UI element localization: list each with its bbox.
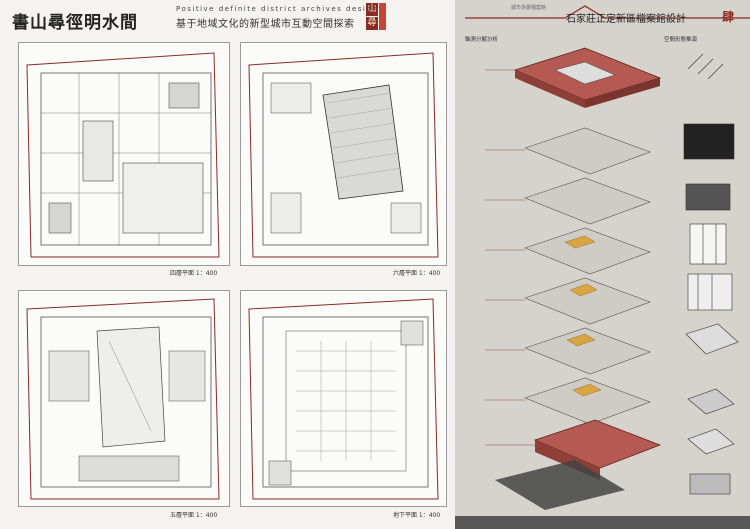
floor-layer-6 xyxy=(524,377,651,425)
form-evolution-section-title: 空間形態推演 xyxy=(664,37,698,43)
exploded-axonometric xyxy=(485,47,662,510)
subtitle-chinese: 基于地域文化的新型城市互動空間探索 xyxy=(176,19,355,30)
header-swoosh xyxy=(465,5,750,19)
floor-plan-basement xyxy=(240,290,447,507)
diagram-1 xyxy=(687,53,724,80)
floor-layer-5 xyxy=(524,327,651,375)
diagram-9 xyxy=(689,473,731,495)
floor-plan-4 xyxy=(18,42,230,266)
sheet-number: 肆 xyxy=(722,10,735,24)
floor-layer-1 xyxy=(524,127,651,175)
diagram-5 xyxy=(687,273,733,311)
organization-label: 城市多層檔案館 xyxy=(511,5,547,11)
diagram-3 xyxy=(685,183,731,211)
seal-bottom: 尋 xyxy=(366,17,378,30)
seal-stripe xyxy=(379,3,386,30)
subtitle-english: Positive definite district archives desi… xyxy=(176,5,379,13)
floor-plan-6 xyxy=(240,42,447,266)
diagram-2 xyxy=(683,123,735,160)
floor-plan-basement-drawing xyxy=(248,298,439,500)
floor-layer-3 xyxy=(524,227,651,275)
floor-plan-5-label: 五層平面 1：400 xyxy=(170,512,218,519)
diagram-6 xyxy=(685,323,739,355)
floor-layer-4 xyxy=(524,277,651,325)
floor-plan-5 xyxy=(18,290,230,507)
diagram-7 xyxy=(687,388,735,415)
page-title: 書山尋徑明水間 xyxy=(12,13,138,33)
sheet-title: 石家莊正定新區檔案館設計 xyxy=(566,14,686,25)
seal-top: 山 xyxy=(366,3,378,16)
floor-plan-4-label: 四層平面 1：400 xyxy=(170,270,218,277)
form-evolution-diagrams xyxy=(683,53,739,495)
floor-plan-6-label: 六層平面 1：400 xyxy=(393,270,441,277)
bottom-strip xyxy=(455,516,750,529)
floor-plan-6-drawing xyxy=(248,52,439,258)
floor-plan-5-drawing xyxy=(26,298,220,500)
floor-layer-2 xyxy=(524,177,651,225)
base-layer xyxy=(533,419,662,469)
diagram-8 xyxy=(687,428,735,455)
diagram-4 xyxy=(689,223,727,265)
floor-plan-4-drawing xyxy=(26,52,220,258)
floor-plan-basement-label: 地下平面 1：400 xyxy=(393,512,441,519)
axonometric-section-title: 軸測分解分析 xyxy=(465,37,499,43)
